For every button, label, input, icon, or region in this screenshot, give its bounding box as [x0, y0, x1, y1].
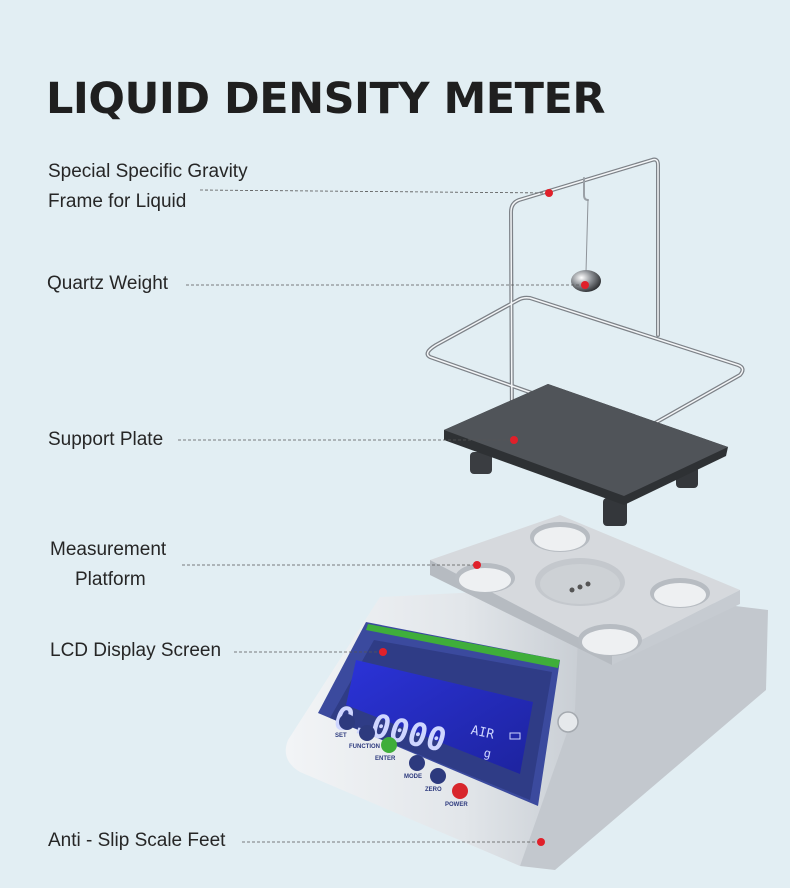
support-plate [444, 384, 728, 526]
button-label-enter: ENTER [375, 756, 396, 762]
button-label-set: SET [335, 733, 347, 739]
label-platform-line1: Measurement [50, 539, 167, 560]
label-feet: Anti - Slip Scale Feet [48, 830, 226, 851]
label-platform: Measurement Platform [50, 535, 166, 595]
label-platform-line2: Platform [75, 569, 146, 590]
quartz-weight [571, 270, 601, 292]
button-label-zero: ZERO [425, 787, 442, 793]
leader-lines [178, 189, 585, 843]
marker-dots [379, 189, 589, 846]
measurement-platform [430, 515, 740, 665]
lcd-unit: g [483, 746, 493, 761]
label-frame: Special Specific Gravity Frame for Liqui… [48, 157, 248, 217]
power-button[interactable] [452, 783, 468, 799]
label-support: Support Plate [48, 429, 164, 450]
mode-button[interactable] [409, 755, 425, 771]
label-frame-line1: Special Specific Gravity [48, 161, 248, 182]
lcd-display-screen [346, 660, 533, 774]
page-title: LIQUID DENSITY METER [46, 74, 605, 124]
control-buttons [339, 714, 468, 799]
function-button[interactable] [359, 725, 375, 741]
button-label-function: FUNCTION [349, 744, 380, 750]
battery-icon [509, 732, 521, 740]
enter-button[interactable] [381, 737, 397, 753]
button-label-mode: MODE [404, 774, 422, 780]
label-lcd: LCD Display Screen [50, 640, 222, 661]
set-button[interactable] [339, 714, 355, 730]
gravity-frame [425, 157, 745, 434]
label-quartz: Quartz Weight [47, 273, 169, 294]
button-label-power: POWER [445, 802, 468, 808]
lcd-mode: AIR [469, 723, 495, 743]
scale-body [285, 587, 768, 870]
label-frame-line2: Frame for Liquid [48, 191, 187, 212]
zero-button[interactable] [430, 768, 446, 784]
